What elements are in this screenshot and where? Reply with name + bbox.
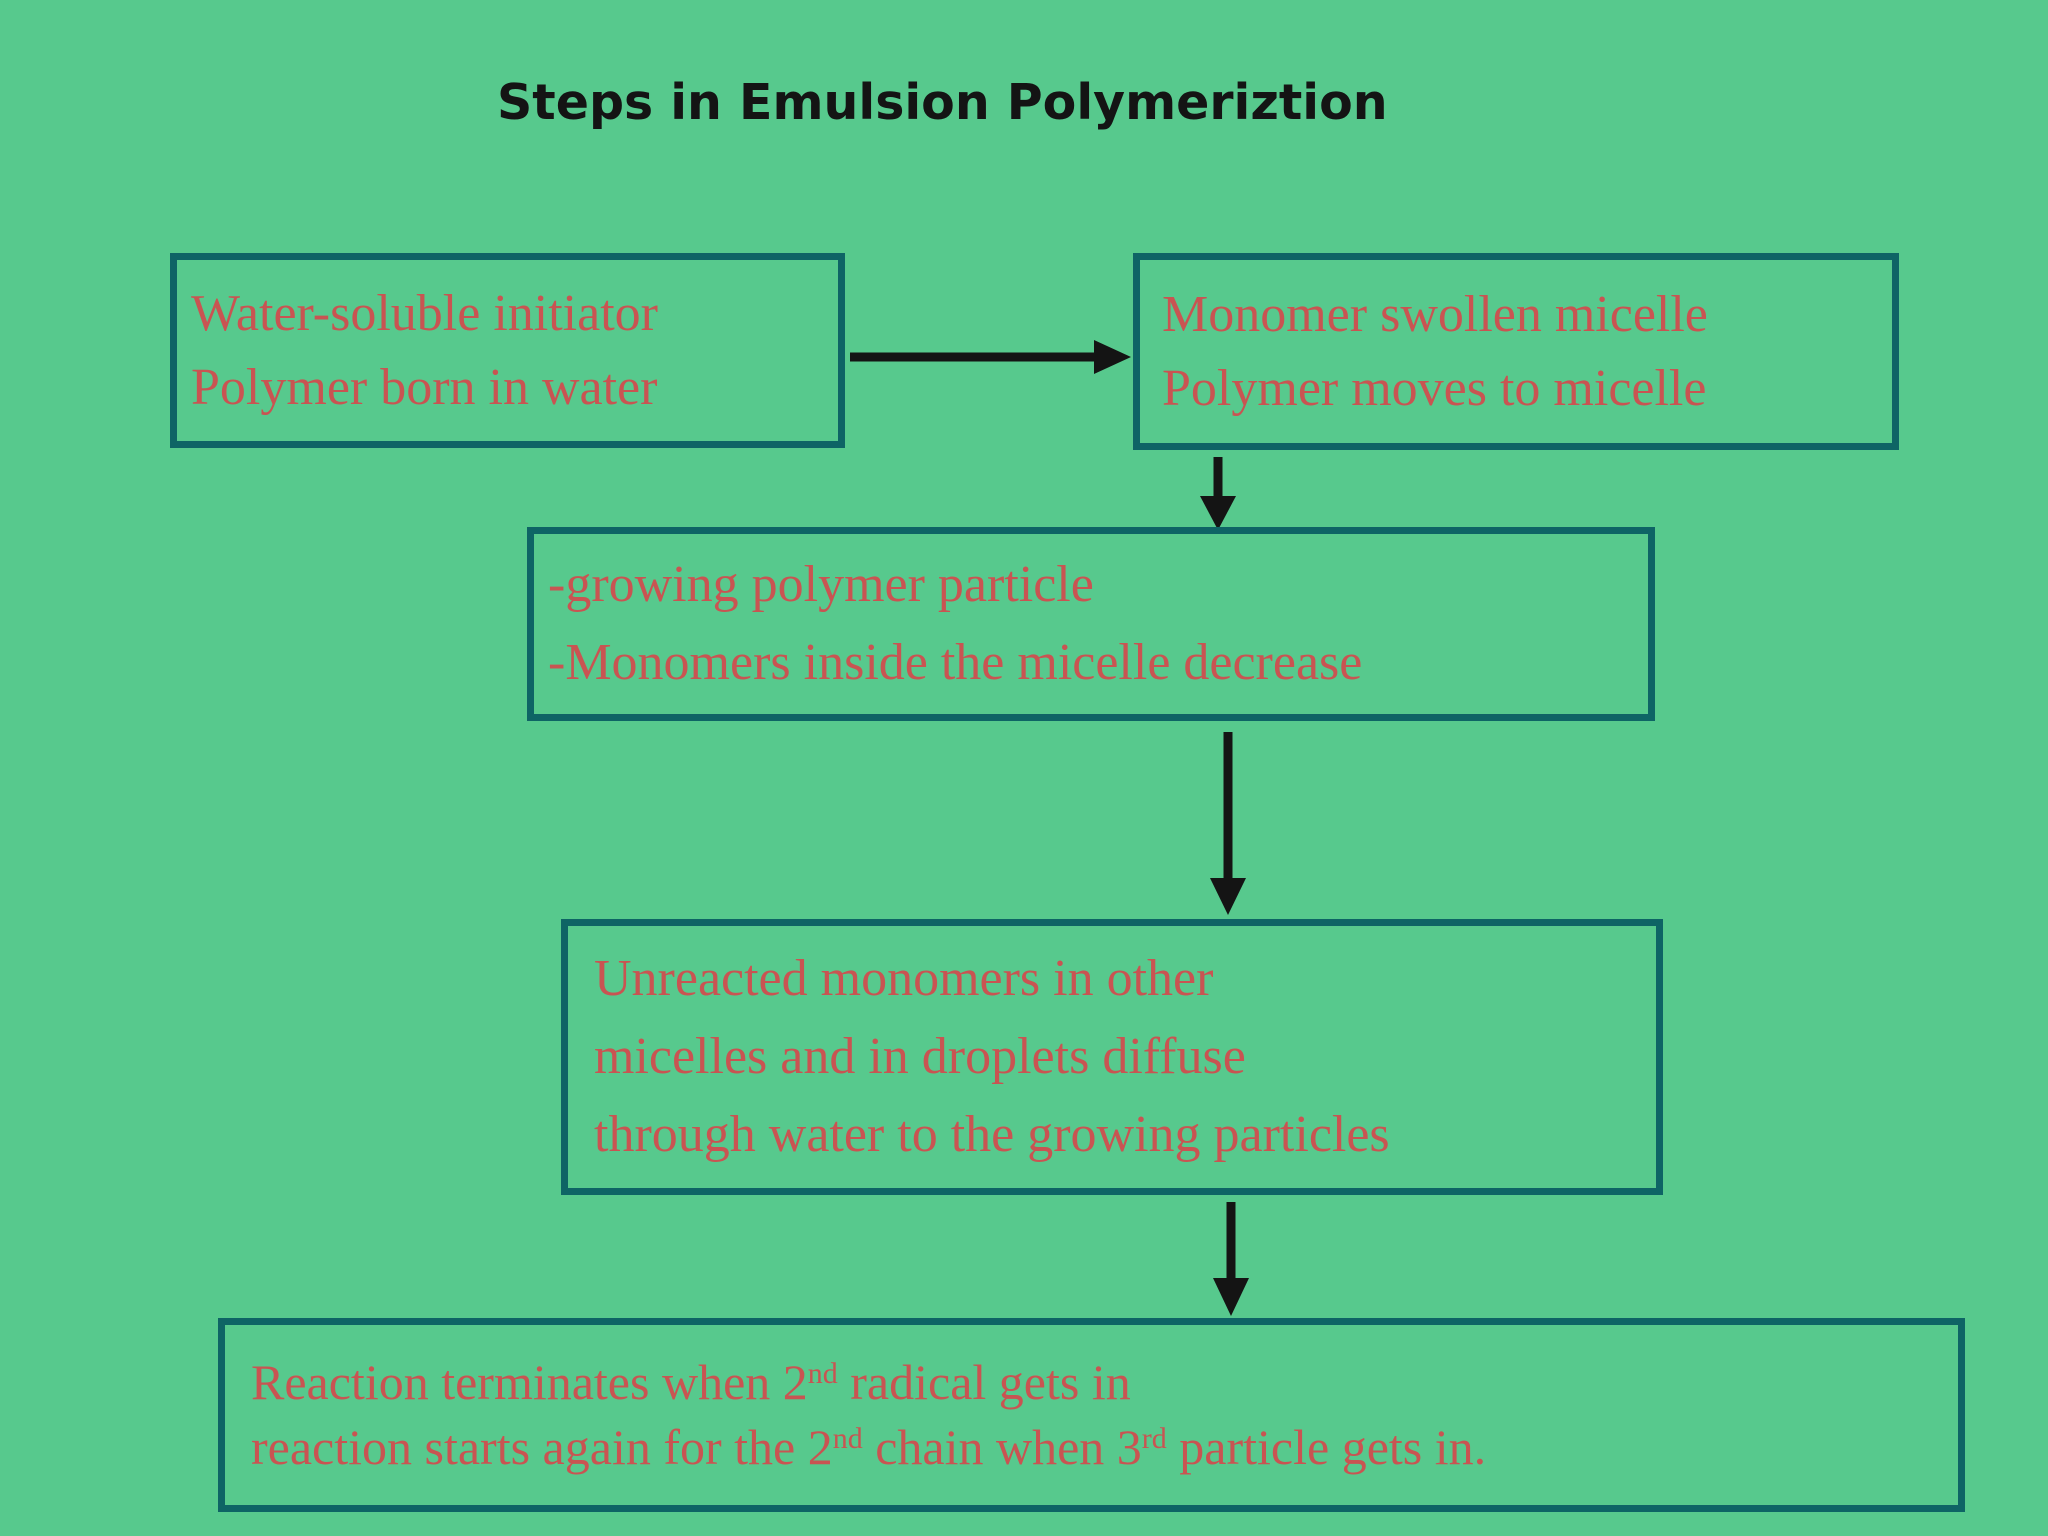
box-text-line: through water to the growing particles <box>594 1106 1390 1163</box>
text-segment: particle gets in. <box>1166 1419 1487 1475</box>
flow-box-growing-polymer-particle: -growing polymer particle -Monomers insi… <box>527 527 1655 721</box>
superscript-text: nd <box>807 1356 838 1390</box>
box-text-line: -Monomers inside the micelle decrease <box>548 634 1363 691</box>
box-text-line: Reaction terminates when 2nd radical get… <box>251 1350 1958 1415</box>
flow-box-monomer-swollen-micelle: Monomer swollen micelle Polymer moves to… <box>1133 253 1899 450</box>
box-text-line: Water-soluble initiator <box>191 284 658 342</box>
superscript-text: rd <box>1141 1421 1167 1455</box>
text-segment: chain when 3 <box>862 1419 1142 1475</box>
down-arrow-icon <box>1213 1202 1249 1316</box>
slide-title: Steps in Emulsion Polymeriztion <box>497 74 1388 131</box>
box-text-line: reaction starts again for the 2nd chain … <box>251 1415 1958 1480</box>
box-text-line: Monomer swollen micelle <box>1162 285 1708 343</box>
box-text-line: Polymer moves to micelle <box>1162 359 1707 417</box>
flow-box-water-soluble-initiator: Water-soluble initiator Polymer born in … <box>170 253 845 448</box>
box-text-line: -growing polymer particle <box>548 556 1094 613</box>
superscript-text: nd <box>832 1421 863 1455</box>
down-arrow-icon <box>1210 732 1246 915</box>
box-text-line: micelles and in droplets diffuse <box>594 1028 1246 1085</box>
flow-box-unreacted-monomers: Unreacted monomers in other micelles and… <box>561 919 1663 1195</box>
down-arrow-icon <box>1200 457 1236 530</box>
right-arrow-icon <box>850 340 1131 374</box>
flow-box-reaction-terminates: Reaction terminates when 2nd radical get… <box>218 1318 1965 1512</box>
text-segment: reaction starts again for the 2 <box>251 1419 833 1475</box>
text-segment: Reaction terminates when 2 <box>251 1354 808 1410</box>
text-segment: radical gets in <box>837 1354 1131 1410</box>
box-text-line: Unreacted monomers in other <box>594 950 1214 1007</box>
box-text-line: Polymer born in water <box>191 358 658 416</box>
